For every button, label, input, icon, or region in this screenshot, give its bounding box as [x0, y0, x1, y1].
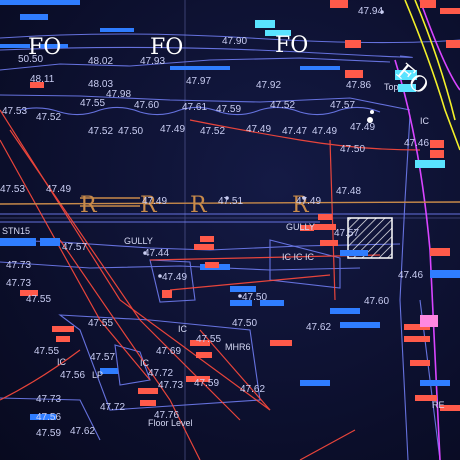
spot-level: 47.57 — [62, 242, 87, 253]
spot-level: 47.46 — [404, 138, 429, 149]
spot-level: 47.52 — [200, 126, 225, 137]
spot-level: 47.50 — [232, 318, 257, 329]
gully-label: GULLY — [124, 236, 153, 246]
re-label: RE — [432, 400, 445, 410]
ic-label: IC — [178, 324, 188, 334]
spot-level: 47.49 — [142, 196, 167, 207]
spot-level: 47.69 — [156, 346, 181, 357]
spot-level: 47.49 — [160, 124, 185, 135]
spot-level: 47.49 — [246, 124, 271, 135]
spot-level: 47.73 — [6, 260, 31, 271]
spot-level: 47.53 — [0, 184, 25, 195]
spot-level: 47.49 — [350, 122, 375, 133]
route-labels: R R R R — [80, 193, 310, 218]
spot-level: 47.55 — [80, 98, 105, 109]
spot-level: 47.49 — [296, 196, 321, 207]
annotation-blocks — [0, 0, 460, 420]
spot-level: 47.59 — [36, 428, 61, 439]
fibre-label: FO — [275, 33, 308, 58]
ic-label: IC — [140, 358, 150, 368]
feature-labels: STN15 GULLY GULLY IC IC IC IC IC IC IC L… — [2, 82, 445, 428]
spot-level: 47.57 — [330, 100, 355, 111]
lp-label: LP — [92, 370, 103, 380]
spot-level: 47.44 — [144, 248, 169, 259]
spot-level: 47.50 — [118, 126, 143, 137]
spot-level: 47.61 — [182, 102, 207, 113]
spot-level: 47.72 — [100, 402, 125, 413]
spot-level: 47.50 — [242, 292, 267, 303]
spot-level: 47.59 — [194, 378, 219, 389]
spot-level: 47.56 — [36, 412, 61, 423]
spot-level: 47.50 — [340, 144, 365, 155]
boundary-lines — [394, 0, 460, 460]
ic-label: IC IC IC — [282, 252, 315, 262]
route-label: R — [80, 193, 98, 218]
spot-level: 47.59 — [216, 104, 241, 115]
spot-level: 47.52 — [88, 126, 113, 137]
spot-level: 47.73 — [158, 380, 183, 391]
spot-level: 47.55 — [26, 294, 51, 305]
spot-level: 47.86 — [346, 80, 371, 91]
spot-level: 47.60 — [364, 296, 389, 307]
spot-level: 48.03 — [88, 79, 113, 90]
spot-level: 47.62 — [240, 384, 265, 395]
spot-level: 48.11 — [30, 74, 55, 85]
ic-label: IC — [420, 116, 430, 126]
spot-level: 47.49 — [46, 184, 71, 195]
spot-level: 48.02 — [88, 56, 113, 67]
spot-level: 47.49 — [162, 272, 187, 283]
spot-level: 47.73 — [36, 394, 61, 405]
spot-level: 47.55 — [196, 334, 221, 345]
spot-level: 47.55 — [88, 318, 113, 329]
spot-level: 47.93 — [140, 56, 165, 67]
route-label: R — [292, 193, 310, 218]
spot-level: 47.62 — [306, 322, 331, 333]
route-label: R — [140, 193, 158, 218]
spot-level: 47.98 — [106, 89, 131, 100]
fibre-label: FO — [28, 35, 61, 60]
spot-level: 47.76 — [154, 410, 179, 421]
spot-level: 47.52 — [36, 112, 61, 123]
station-label: STN15 — [2, 226, 30, 236]
spot-level: 47.51 — [218, 196, 243, 207]
spot-level: 47.60 — [134, 100, 159, 111]
spot-level: 47.49 — [312, 126, 337, 137]
level-markers — [143, 10, 384, 298]
manhole-label: MHR6 — [225, 342, 251, 352]
spot-level: 47.57 — [334, 228, 359, 239]
spot-levels: 47.94 47.90 50.50 48.02 48.11 48.03 47.9… — [0, 6, 429, 439]
ic-label: IC — [57, 357, 67, 367]
route-line — [0, 197, 460, 207]
spot-level: 47.46 — [398, 270, 423, 281]
route-label: R — [190, 193, 208, 218]
spot-level: 47.56 — [60, 370, 85, 381]
fibre-label: FO — [150, 35, 183, 60]
spot-level: 50.50 — [18, 54, 43, 65]
services-linework — [0, 109, 421, 460]
spot-level: 47.52 — [270, 100, 295, 111]
spot-level: 47.73 — [6, 278, 31, 289]
spot-level: 47.94 — [358, 6, 383, 17]
gully-label: GULLY — [286, 222, 315, 232]
spot-level: 47.97 — [186, 76, 211, 87]
spot-level: 47.92 — [256, 80, 281, 91]
spot-level: 47.48 — [336, 186, 361, 197]
spot-level: 47.62 — [70, 426, 95, 437]
top-label: Top — [384, 82, 399, 92]
spot-level: 47.55 — [34, 346, 59, 357]
spot-level: 47.90 — [222, 36, 247, 47]
spot-level: 47.57 — [90, 352, 115, 363]
spot-level: 47.47 — [282, 126, 307, 137]
floor-level-label: Floor Level — [148, 418, 193, 428]
spot-level: 47.53 — [2, 106, 27, 117]
spot-level: 47.72 — [148, 368, 173, 379]
